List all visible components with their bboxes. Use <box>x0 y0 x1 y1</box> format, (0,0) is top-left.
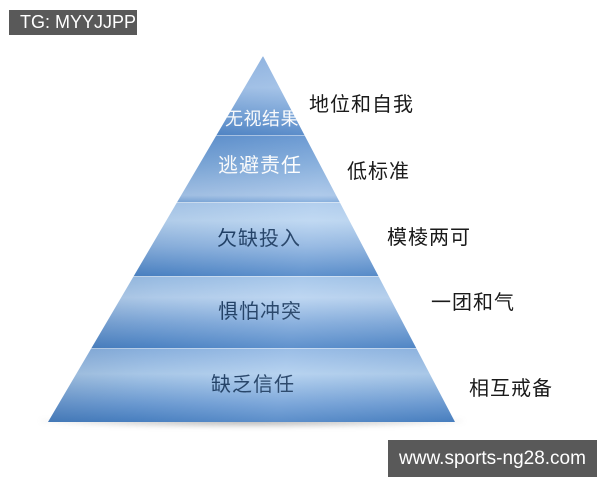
pyramid-level-3-label: 欠缺投入 <box>217 228 301 250</box>
website-badge-text: www.sports-ng28.com <box>399 447 586 469</box>
pyramid-level-3: 欠缺投入 <box>133 202 379 276</box>
telegram-badge-text: TG: MYYJJPP <box>20 12 137 32</box>
side-label-5: 相互戒备 <box>469 378 553 400</box>
telegram-badge: TG: MYYJJPP <box>9 10 137 35</box>
side-label-2: 低标准 <box>347 161 410 183</box>
website-badge: www.sports-ng28.com <box>388 440 597 477</box>
pyramid-level-5: 缺乏信任 <box>48 348 455 422</box>
side-label-1: 地位和自我 <box>309 94 414 116</box>
side-label-3: 模棱两可 <box>387 227 471 249</box>
side-label-4: 一团和气 <box>431 292 515 314</box>
pyramid-level-4: 惧怕冲突 <box>91 276 417 348</box>
pyramid-level-1-label: 无视结果 <box>225 109 299 129</box>
pyramid-level-5-label: 缺乏信任 <box>211 374 295 396</box>
pyramid-level-2-label: 逃避责任 <box>218 155 302 177</box>
pyramid-level-4-label: 惧怕冲突 <box>218 301 302 323</box>
